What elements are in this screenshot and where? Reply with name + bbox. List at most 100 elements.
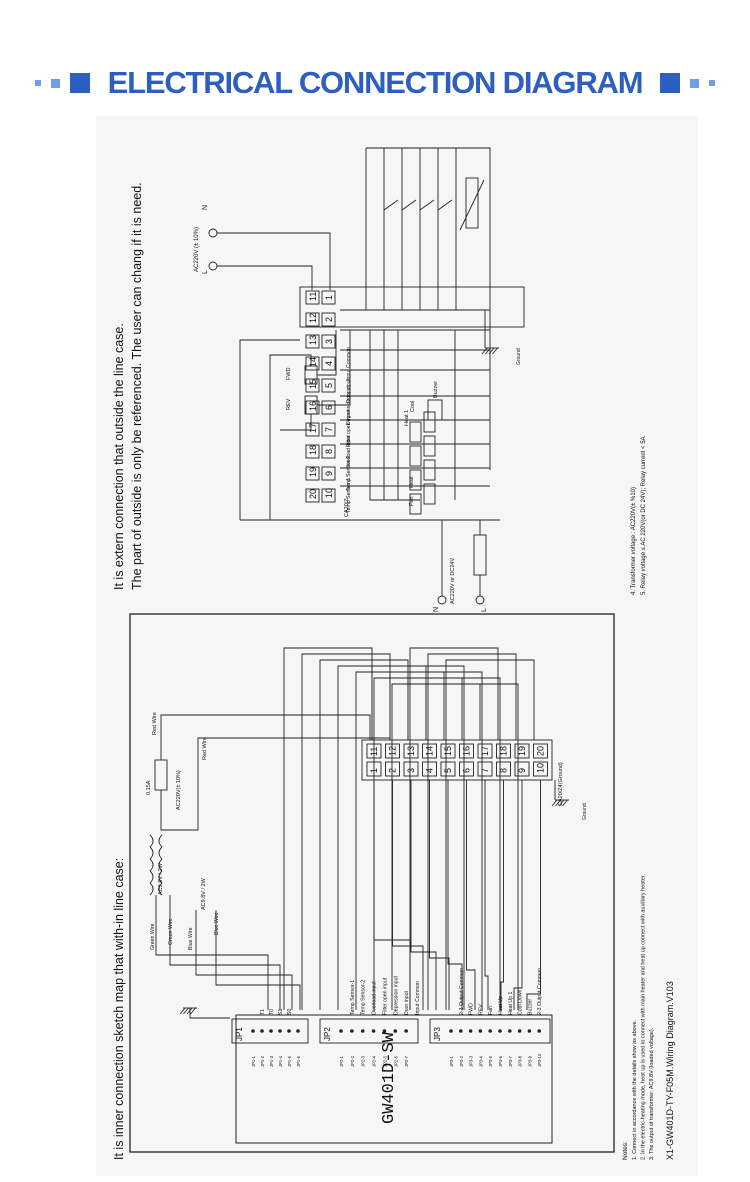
inner-fuse bbox=[154, 759, 168, 791]
outer-input-label: Temp Sensor-2 bbox=[346, 456, 352, 491]
heat1-label: Heat 1 bbox=[404, 410, 410, 426]
transformer-coil bbox=[158, 834, 163, 848]
rev-label: REV bbox=[286, 398, 292, 410]
outer-terminal-left bbox=[321, 378, 336, 393]
jp-pin bbox=[508, 1029, 512, 1033]
red-wire-label: Red Wire bbox=[202, 737, 208, 760]
outer-terminal-number: 7 bbox=[324, 427, 334, 432]
outer-terminal-number: 11 bbox=[308, 292, 318, 301]
square-icon bbox=[50, 78, 60, 88]
inner-terminal-left bbox=[496, 761, 511, 777]
inner-note: 2. In the electric-heating mode, heat up… bbox=[641, 874, 647, 1160]
outer-terminal-number: 6 bbox=[324, 405, 334, 410]
jp-pin-number: JP3-10 bbox=[537, 1053, 542, 1067]
outer-load-wire bbox=[397, 330, 420, 501]
header-decoration-left bbox=[34, 73, 90, 93]
inner-terminal-left bbox=[403, 761, 419, 777]
jp-pin-number: JP3-9 bbox=[527, 1055, 532, 1067]
inner-terminal-right bbox=[496, 743, 511, 759]
jp-pin-number: JP1-6 bbox=[296, 1055, 301, 1067]
inner-terminal-number: 4 bbox=[425, 768, 435, 773]
outer-terminal-number: 1 bbox=[324, 295, 334, 300]
transformer-coil bbox=[149, 882, 154, 896]
jp-pin bbox=[498, 1029, 502, 1033]
outer-ground-label: Ground bbox=[516, 348, 522, 365]
green-wire-label: Green Wire bbox=[168, 918, 174, 945]
inner-loop-wire bbox=[301, 653, 391, 1010]
transformer-coil bbox=[149, 870, 154, 884]
outer-terminal-block bbox=[299, 286, 525, 328]
inner-terminal-right bbox=[514, 743, 530, 759]
jp1-ground-wire bbox=[189, 1008, 230, 1019]
outer-ground-symbol bbox=[488, 347, 495, 355]
inner-loop-wire bbox=[425, 683, 519, 1010]
jp-pin-number: JP2-6 bbox=[393, 1055, 398, 1067]
inner-ground-symbol bbox=[555, 799, 561, 807]
inner-terminal-right bbox=[422, 743, 437, 759]
footer-label: X1-GW401D-TY-F05M.Wiring Diagram.V103 bbox=[665, 981, 675, 1160]
load-relay bbox=[409, 469, 422, 491]
jp-pin-number: JP2-5 bbox=[382, 1055, 387, 1067]
jp-pin bbox=[537, 1029, 541, 1033]
inner-terminal-right bbox=[385, 743, 400, 759]
jp-pin-label: Depression input bbox=[393, 976, 399, 1015]
outer-terminal-left bbox=[321, 312, 336, 327]
jp-pin bbox=[296, 1029, 300, 1033]
inner-terminal-right bbox=[403, 743, 419, 759]
jp-pin-label: T0 bbox=[269, 1009, 275, 1015]
inner-terminal-number: 12 bbox=[388, 746, 398, 756]
inner-terminal-left bbox=[514, 761, 530, 777]
inner-terminal-right bbox=[459, 743, 474, 759]
jp1-ground-symbol bbox=[186, 1007, 193, 1015]
page-header: ELECTRICAL CONNECTION DIAGRAM bbox=[0, 55, 750, 111]
outer-terminal-number: 2 bbox=[324, 317, 334, 322]
inner-down-wire bbox=[484, 780, 489, 1010]
inner-loop-wire bbox=[407, 677, 501, 1010]
inner-terminal-number: 7 bbox=[480, 768, 490, 773]
outer-input-label: Filter open input bbox=[346, 409, 352, 447]
outer-common-wire bbox=[239, 339, 300, 520]
jp-pin bbox=[360, 1029, 365, 1033]
outer-terminal-number: 14 bbox=[308, 357, 318, 367]
jp-pin bbox=[459, 1029, 463, 1033]
fan-label: Fan bbox=[409, 497, 415, 506]
jp-connector bbox=[429, 1018, 551, 1044]
red-wire bbox=[160, 714, 371, 760]
outer-note: 4. Transformer voltage : AC220V(± %10) bbox=[631, 487, 637, 595]
inner-terminal-number: 8 bbox=[499, 768, 509, 773]
outer-terminal-number: 9 bbox=[324, 471, 334, 476]
outer-input-bus bbox=[366, 147, 491, 470]
jp-pin-number: JP2-7 bbox=[404, 1055, 409, 1067]
load-relay bbox=[423, 435, 436, 457]
jp-pin-label: 2-3 Output Common bbox=[459, 968, 465, 1015]
jp1-ground-symbol bbox=[183, 1007, 189, 1015]
jp-label: JP3 bbox=[433, 1027, 442, 1041]
outer-load-wire bbox=[269, 354, 440, 521]
inner-loop-wire bbox=[355, 671, 445, 1010]
buzzer-label: Buzzer bbox=[433, 381, 439, 398]
outer-terminal-number: 12 bbox=[308, 313, 318, 323]
outer-ac-n-label: N bbox=[433, 607, 440, 612]
blue-wire-label: Blue Wire bbox=[188, 927, 194, 950]
inner-ground-symbol bbox=[551, 799, 558, 807]
blue-wire bbox=[195, 910, 293, 1010]
jp-pin-number: JP3-6 bbox=[498, 1055, 503, 1067]
heat-label: Heat bbox=[409, 476, 415, 488]
fwd-label: FWD bbox=[286, 367, 292, 380]
inner-ground-symbol bbox=[562, 799, 568, 807]
jp-pin bbox=[449, 1029, 453, 1033]
jp-pin-number: JP1-1 bbox=[251, 1055, 256, 1067]
load-relay bbox=[423, 483, 436, 505]
jp-pin-label: REV bbox=[478, 1004, 484, 1015]
jp-pin-number: JP1-2 bbox=[260, 1055, 265, 1067]
outer-terminal-right bbox=[305, 290, 320, 305]
inner-terminal-number: 17 bbox=[480, 746, 490, 756]
inner-terminal-left bbox=[477, 761, 493, 777]
outer-supply-label: AC220V (± 10%) bbox=[194, 227, 200, 272]
inner-terminal-number: 19 bbox=[517, 746, 527, 756]
load-relay bbox=[409, 445, 422, 467]
jp-pin bbox=[404, 1029, 408, 1033]
inner-note: 3. The output of transformer: AC9.8V (lo… bbox=[649, 1027, 655, 1160]
jp-pin-number: JP2-3 bbox=[361, 1055, 366, 1067]
jp-pin-label: Heat Up bbox=[498, 996, 504, 1015]
